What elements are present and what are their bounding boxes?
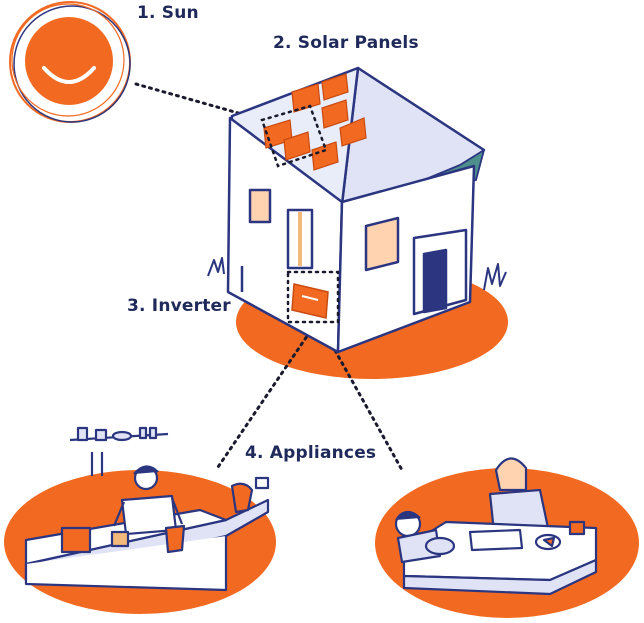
inverter-label: 3. Inverter	[127, 296, 231, 316]
solar-panels-label: 2. Solar Panels	[273, 33, 419, 53]
house-illustration	[207, 66, 507, 354]
smiling-sun-icon	[9, 1, 131, 123]
panel-selection-box	[260, 104, 328, 168]
solar-panels	[263, 73, 367, 171]
kitchen-scene	[24, 426, 270, 592]
inverter-box-icon	[286, 270, 340, 324]
family-table-scene	[394, 457, 598, 596]
appliances-label: 4. Appliances	[245, 443, 377, 463]
sun-label: 1. Sun	[137, 3, 199, 23]
